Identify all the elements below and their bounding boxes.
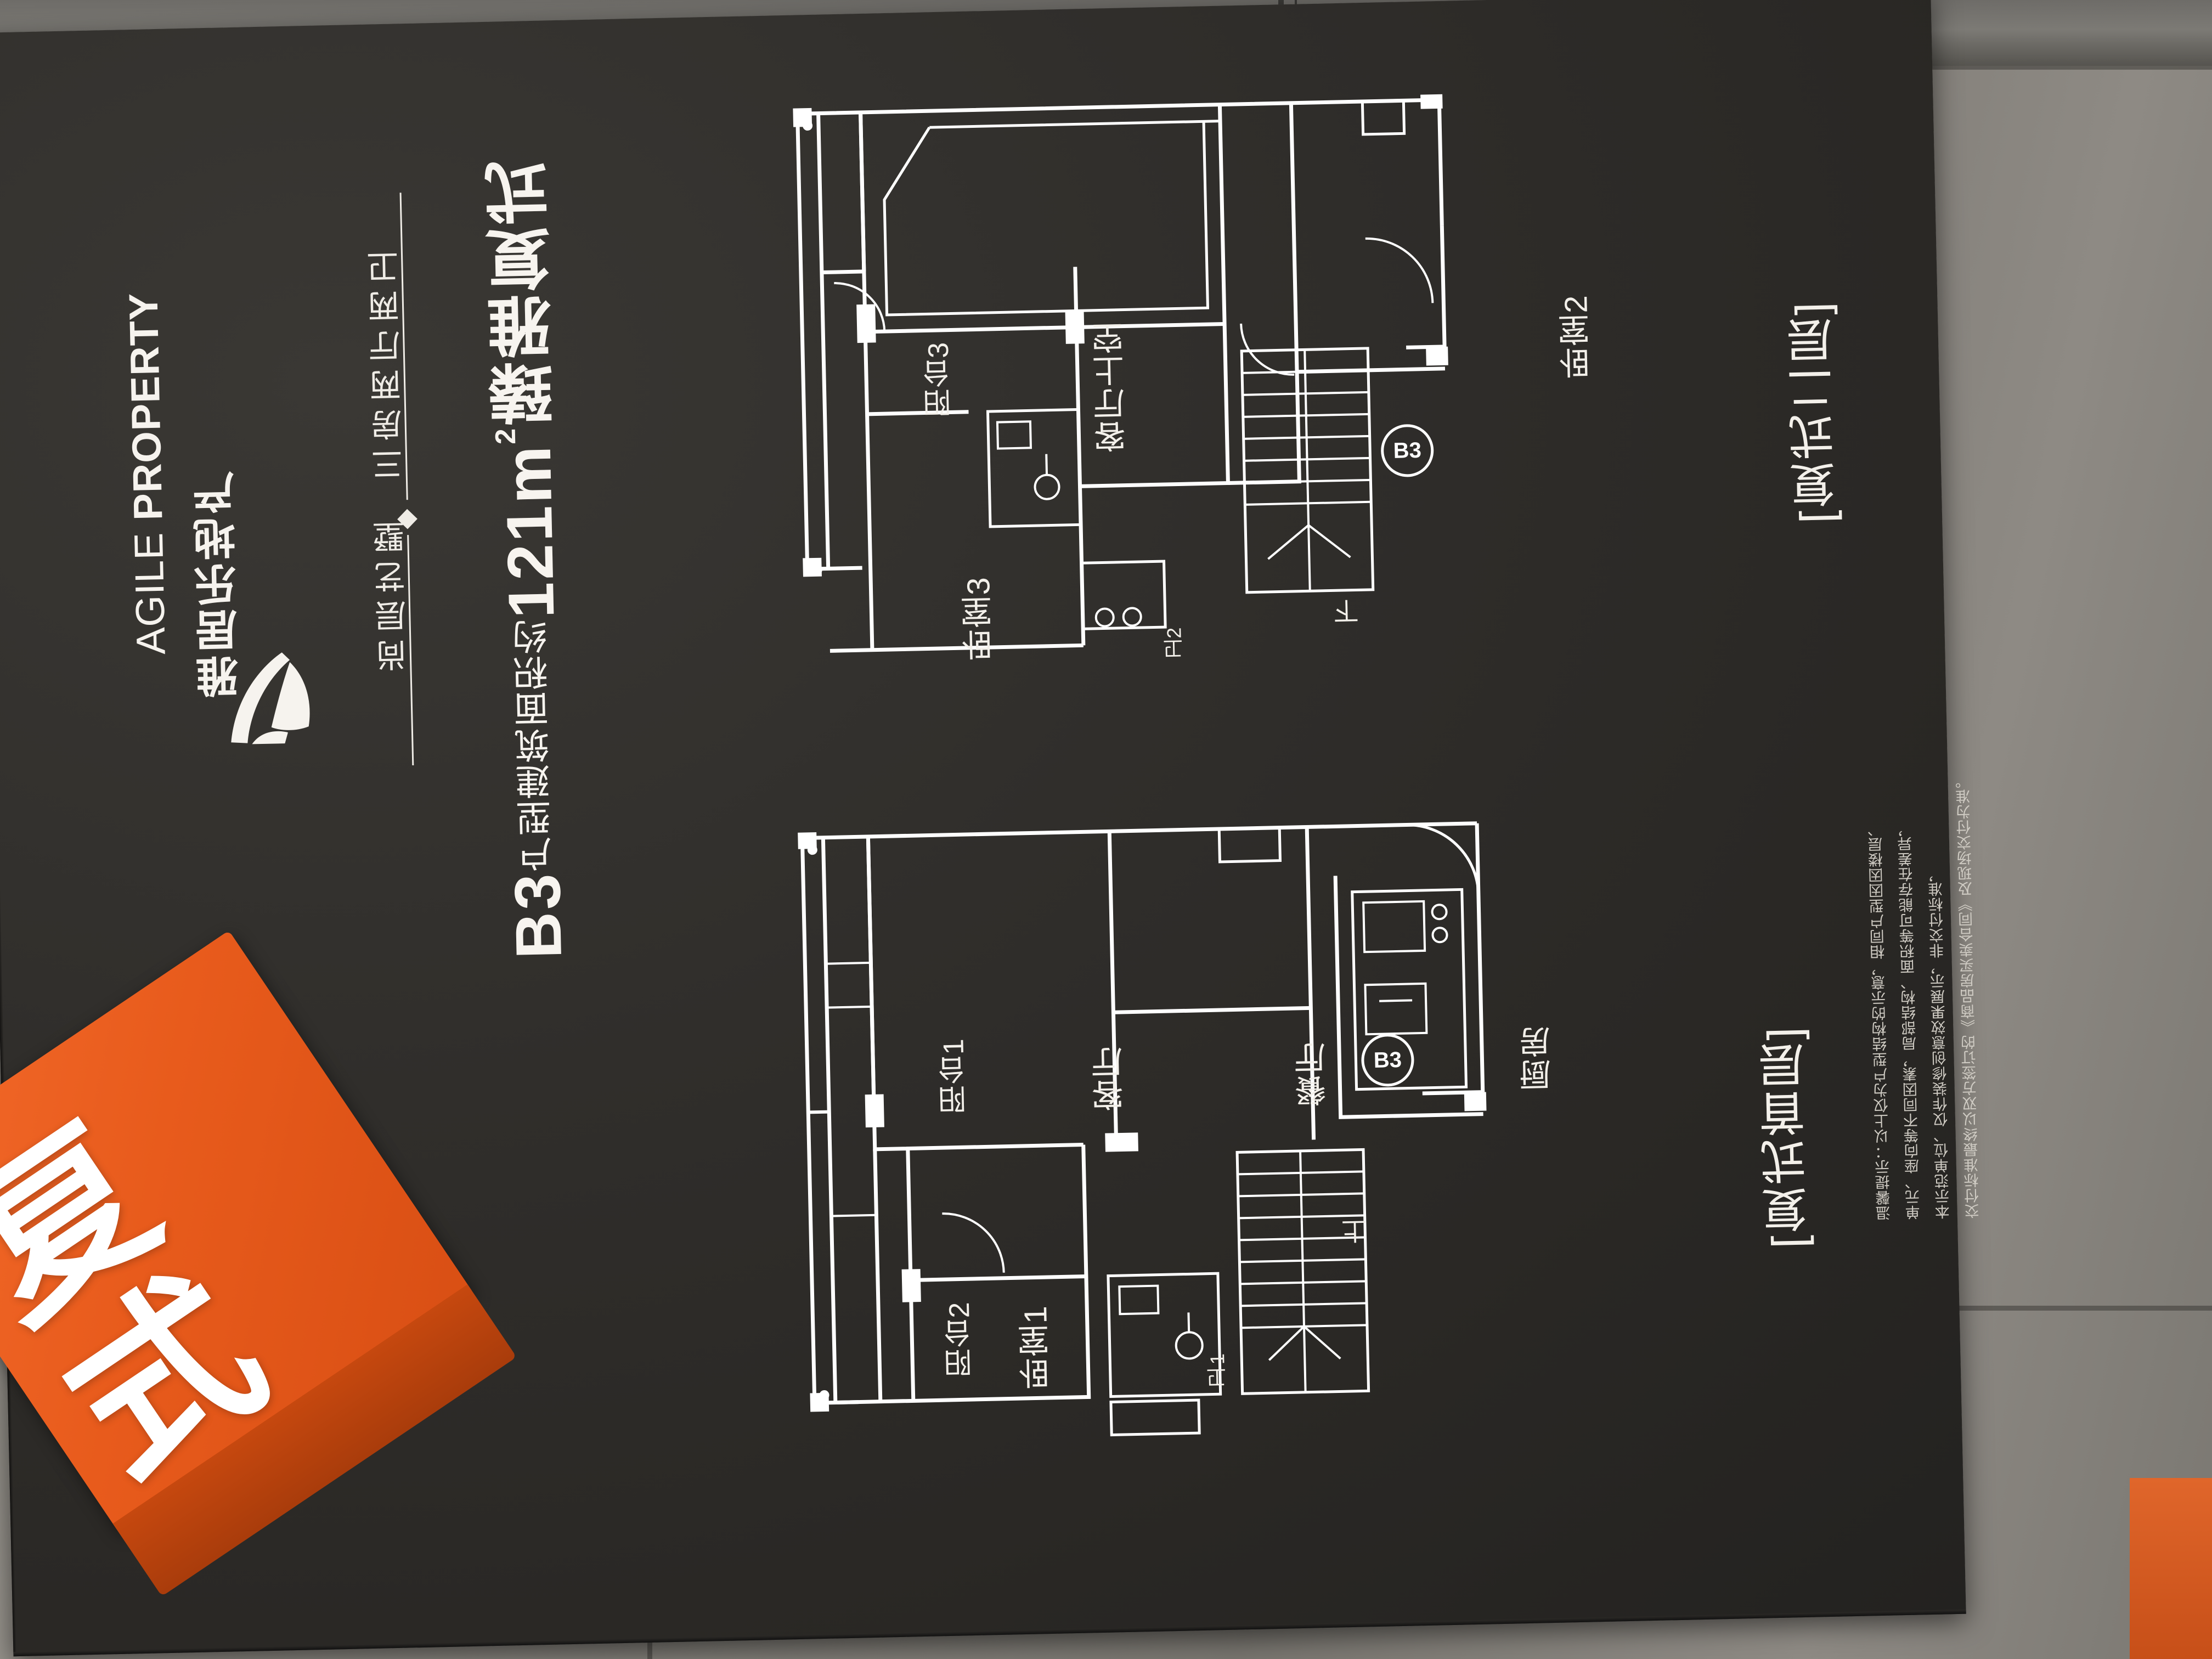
room-label-up-arrow: 上 (1341, 1215, 1370, 1245)
room-label-living: 客厅 (1091, 1045, 1129, 1112)
room-label-bath2: 卫2 (1163, 627, 1186, 659)
lower-floor-plan (769, 781, 1671, 1448)
unit-subtitle: 尚层艺墅 三房两厅两卫 (367, 243, 413, 672)
room-label-bedroom2: 卧室2 (1558, 294, 1596, 380)
room-label-kitchen: 厨房 (1519, 1024, 1556, 1092)
orange-floor-strip (2130, 1478, 2212, 1659)
agile-leaf-logo-icon (225, 648, 320, 747)
title-block: B3户型建筑面积约121m2臻雅复式 尚层艺墅 三房两厅两卫 (309, 125, 580, 960)
brand-name-english: AGILE PROPERTY (120, 292, 174, 655)
lower-floor-caption: [复式首层] (1758, 1024, 1815, 1249)
room-label-bedroom1: 卧室1 (1018, 1304, 1056, 1390)
upper-floor-caption: [复式二层] (1786, 300, 1843, 524)
room-label-living-void: 客厅上空 (1092, 320, 1131, 453)
floor-plan-display-board: AGILE PROPERTY 雅居乐地产 B3户型建筑面积约121m2臻雅复式 … (0, 0, 1982, 1657)
disclaimer-text: 温馨提示：以上仅为户型结构的示意，相同户型因因楼层、单元、座向等不同因素，局部结… (1867, 773, 1982, 1221)
room-label-down-arrow: 下 (1333, 595, 1363, 625)
room-label-balcony2: 阳台2 (943, 1300, 977, 1378)
room-label-dining: 餐厅 (1294, 1040, 1332, 1108)
upper-floor-plan (764, 58, 1633, 707)
room-label-balcony3: 阳台3 (922, 341, 956, 418)
room-label-bath1: 卫1 (1205, 1350, 1229, 1388)
brand-logo-block: AGILE PROPERTY 雅居乐地产 (74, 152, 319, 815)
room-label-bedroom3: 卧室3 (961, 575, 998, 662)
unit-title: B3户型建筑面积约121m2臻雅复式 (486, 157, 576, 960)
room-label-balcony1: 阳台1 (938, 1037, 972, 1115)
